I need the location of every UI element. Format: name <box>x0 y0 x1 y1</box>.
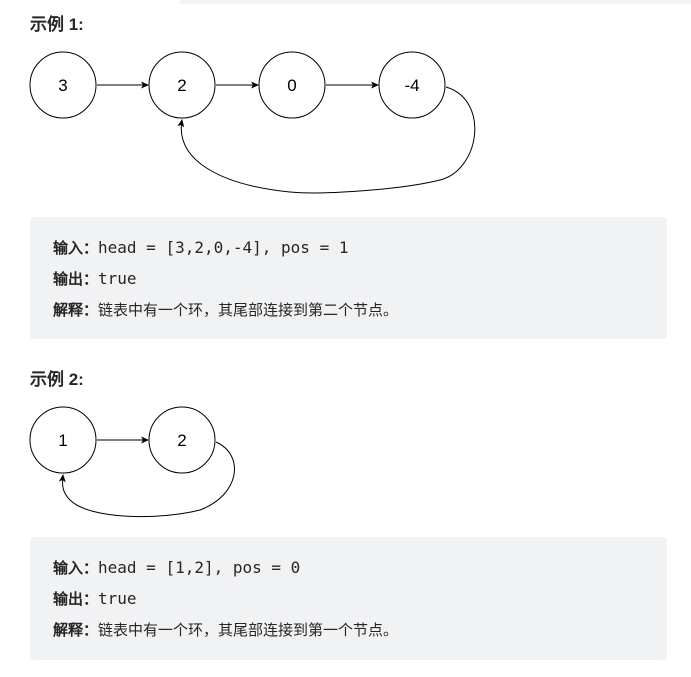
cycle-arrow <box>58 441 235 518</box>
explain-value: 链表中有一个环，其尾部连接到第二个节点。 <box>98 301 399 319</box>
cycle-arrow <box>177 86 476 194</box>
node-3: 3 <box>29 51 97 119</box>
node-0: 0 <box>258 51 326 119</box>
svg-text:2: 2 <box>177 431 186 450</box>
example-1-diagram: 3 2 0 -4 <box>29 51 476 194</box>
output-label: 输出： <box>53 590 99 608</box>
input-label: 输入： <box>53 239 99 257</box>
example-2-diagram: 1 2 <box>29 406 235 518</box>
svg-text:3: 3 <box>58 76 67 95</box>
output-label: 输出： <box>53 270 99 288</box>
svg-text:2: 2 <box>177 76 186 95</box>
explain-label: 解释： <box>53 621 99 639</box>
example-1-title: 示例 1: <box>30 15 84 34</box>
example-2-title: 示例 2: <box>30 370 84 389</box>
node-1: 1 <box>29 406 97 474</box>
input-value: head = [1,2], pos = 0 <box>98 558 301 577</box>
output-value: true <box>98 589 137 608</box>
output-value: true <box>98 269 137 288</box>
top-bar <box>180 0 691 4</box>
node-2: 2 <box>148 406 216 474</box>
svg-text:0: 0 <box>287 76 296 95</box>
example-1-code-block: 输入：head = [3,2,0,-4], pos = 1 输出：true 解释… <box>30 217 667 339</box>
node-minus-4: -4 <box>378 51 446 119</box>
explain-label: 解释： <box>53 301 99 319</box>
node-2: 2 <box>148 51 216 119</box>
svg-text:-4: -4 <box>404 76 419 95</box>
input-value: head = [3,2,0,-4], pos = 1 <box>98 238 349 257</box>
svg-text:1: 1 <box>58 431 67 450</box>
example-2-code-block: 输入：head = [1,2], pos = 0 输出：true 解释：链表中有… <box>30 537 667 660</box>
explain-value: 链表中有一个环，其尾部连接到第一个节点。 <box>98 621 399 639</box>
input-label: 输入： <box>53 559 99 577</box>
